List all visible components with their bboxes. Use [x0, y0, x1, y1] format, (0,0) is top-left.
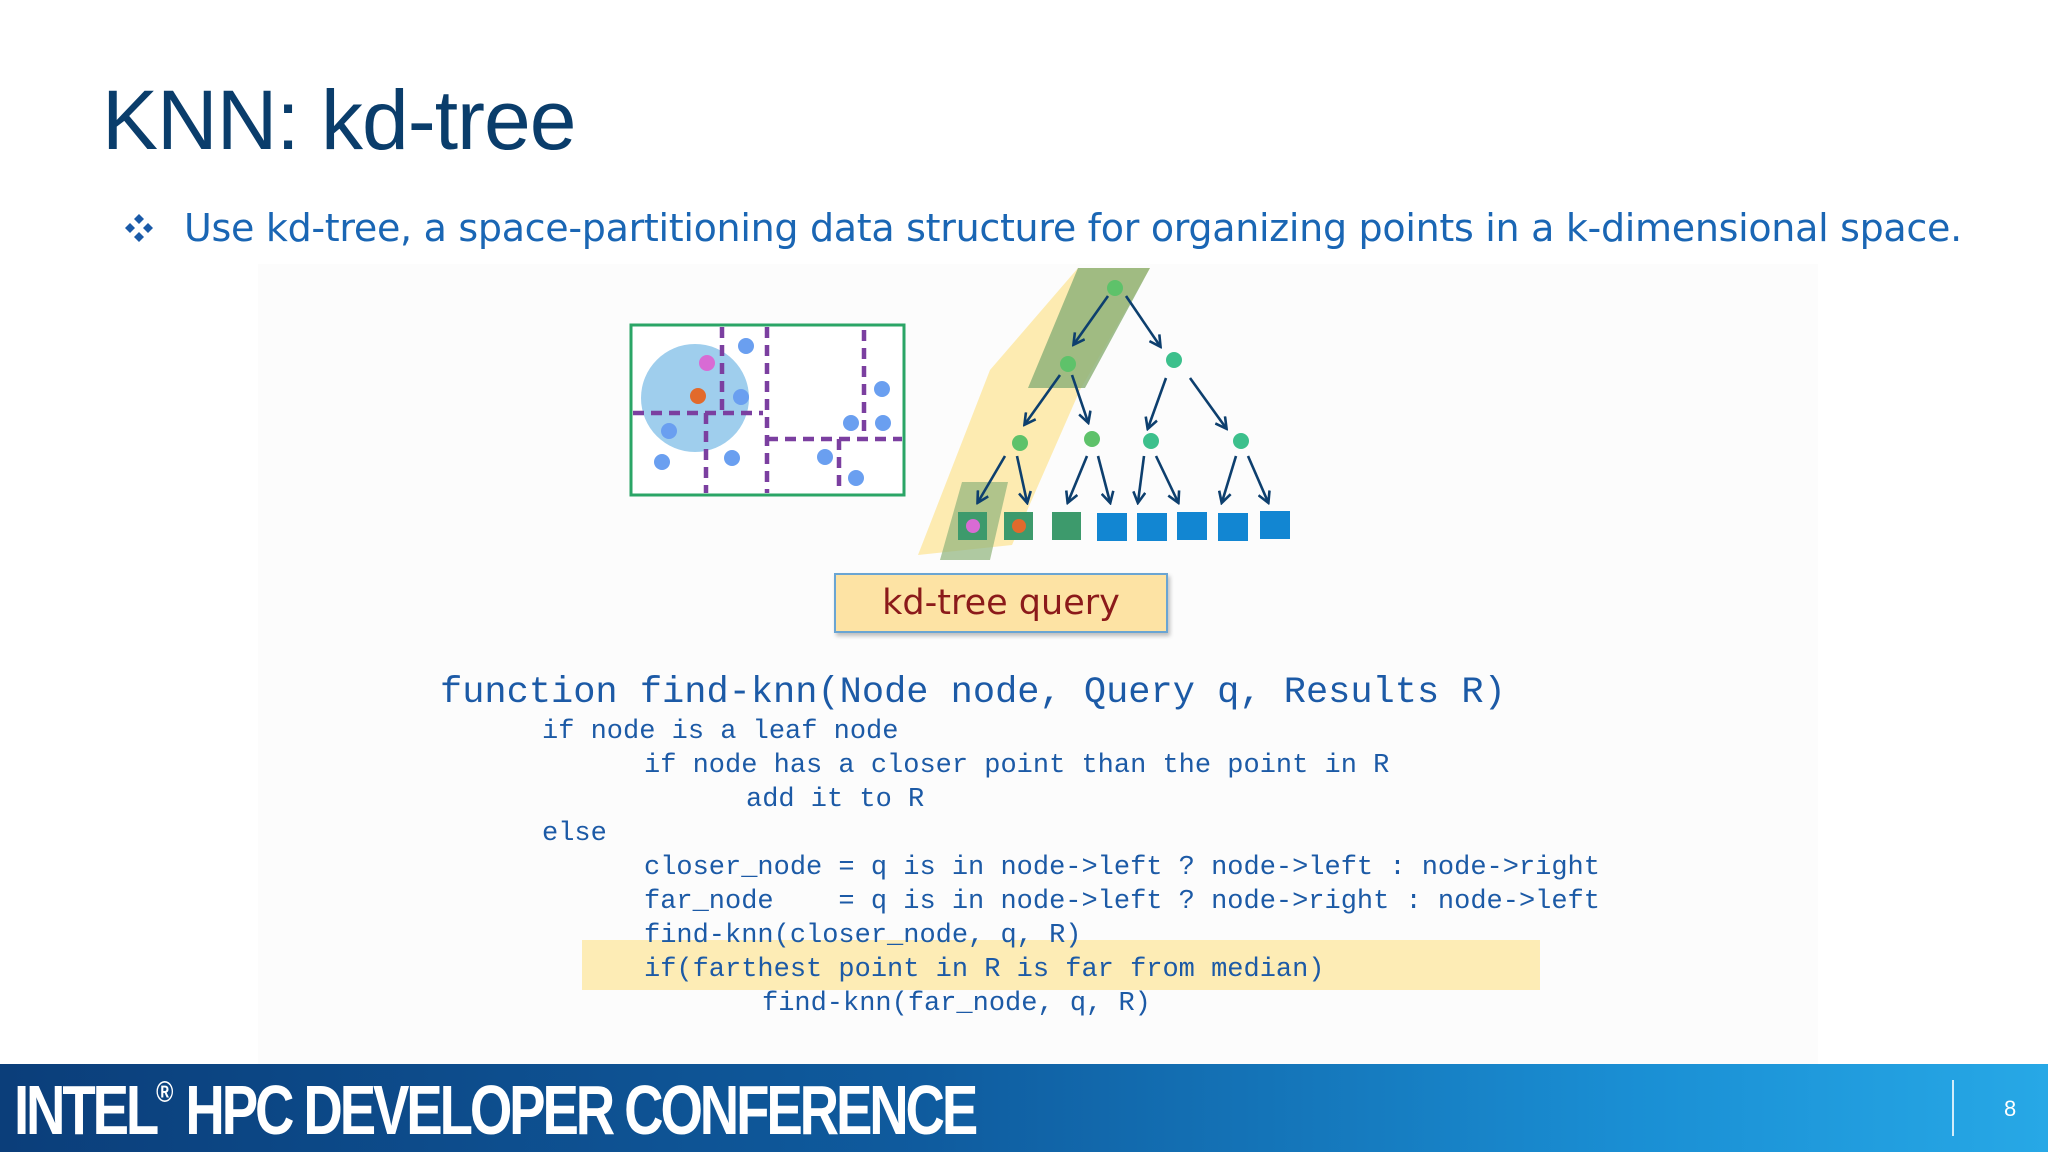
bullet-item: Use kd-tree, a space-partitioning data s…: [124, 206, 1962, 250]
code-line: far_node = q is in node->left ? node->ri…: [644, 887, 1600, 917]
partition-lines: [633, 327, 902, 493]
leaf-nodes: [958, 511, 1290, 541]
code-line: find-knn(closer_node, q, R): [644, 921, 1082, 951]
code-line: closer_node = q is in node->left ? node-…: [644, 853, 1600, 883]
kd-tree-query-label: kd-tree query: [834, 573, 1168, 633]
tree-nodes: [1012, 280, 1249, 451]
footer-divider: [1952, 1080, 1954, 1136]
footer-bar: INTEL® HPC DEVELOPER CONFERENCE 8: [0, 1064, 2048, 1152]
kd-tree: [918, 268, 1290, 560]
pseudocode-block: function find-knn(Node node, Query q, Re…: [0, 0, 1600, 1019]
partition-space: [629, 323, 906, 497]
diamond-bullet-icon: [125, 214, 153, 242]
query-path-top: [1028, 268, 1150, 388]
data-points: [654, 338, 891, 486]
code-signature: function find-knn(Node node, Query q, Re…: [440, 672, 1506, 714]
code-line: if node is a leaf node: [542, 717, 899, 747]
page-number: 8: [2004, 1096, 2017, 1121]
code-line: find-knn(far_node, q, R): [762, 989, 1151, 1019]
code-highlight: [582, 940, 1540, 990]
tree-arrows: [978, 295, 1268, 502]
query-point: [690, 388, 706, 404]
code-line: if node has a closer point than the poin…: [644, 751, 1390, 781]
nearest-neighbor-point: [699, 355, 715, 371]
conference-logo: INTEL® HPC DEVELOPER CONFERENCE: [14, 1071, 978, 1149]
tree-root-node: [1107, 280, 1123, 296]
bullet-text: Use kd-tree, a space-partitioning data s…: [184, 206, 1962, 250]
slide-title: KNN: kd-tree: [102, 73, 576, 167]
code-line: if(farthest point in R is far from media…: [644, 955, 1325, 985]
code-line: else: [542, 819, 607, 849]
code-line: add it to R: [746, 785, 925, 815]
